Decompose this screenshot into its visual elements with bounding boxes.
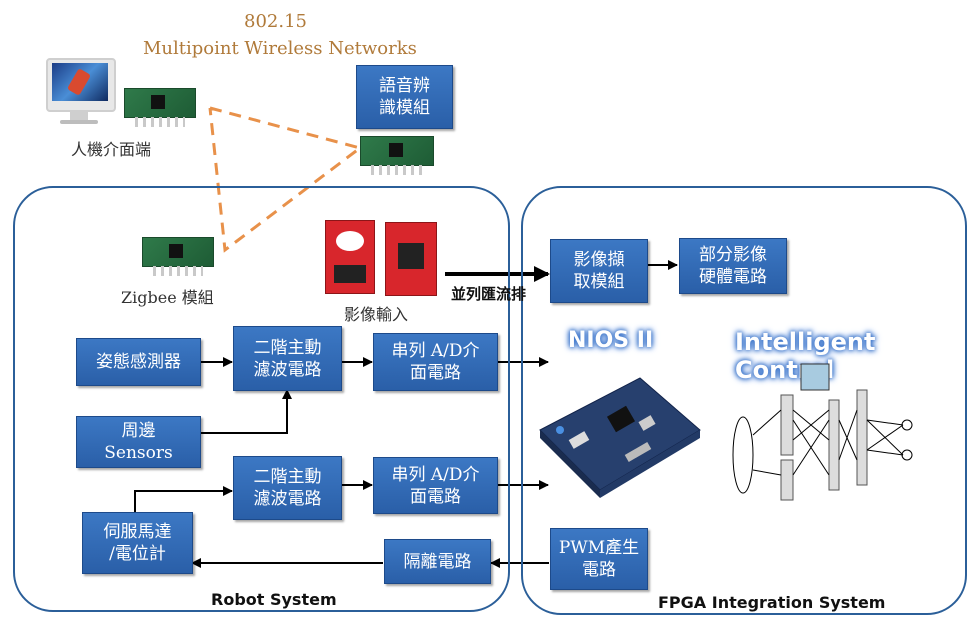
filter-circuit-box-1: 二階主動 濾波電路	[233, 326, 342, 391]
image-input-label: 影像輸入	[344, 305, 409, 324]
parallel-bus-label: 並列匯流排	[451, 285, 527, 303]
fpga-board-image	[539, 377, 701, 498]
arrow-peripheral-filter1	[200, 389, 292, 434]
isolation-circuit-box: 隔離電路	[384, 539, 491, 584]
partial-image-hw-box: 部分影像 硬體電路	[679, 238, 787, 294]
neural-network-diagram	[732, 363, 913, 501]
nios-label: NIOS II	[568, 328, 654, 353]
zigbee-label: Zigbee 模組	[121, 288, 214, 307]
fpga-system-label: FPGA Integration System	[658, 593, 886, 612]
zigbee-board-hmi	[124, 88, 196, 127]
intelligent-control-label: Intelligent Control	[735, 328, 876, 384]
peripheral-sensors-box: 周邊 Sensors	[76, 416, 201, 468]
posture-sensor-box: 姿態感測器	[76, 338, 201, 386]
ad-interface-box-2: 串列 A/D介 面電路	[373, 457, 498, 514]
image-capture-box: 影像擷 取模組	[550, 239, 648, 303]
arrow-servo-filter2	[134, 486, 233, 512]
voice-recognition-box: 語音辨 識模組	[356, 65, 453, 129]
fpga-system-frame	[521, 186, 967, 615]
hmi-label: 人機介面端	[71, 140, 152, 159]
filter-circuit-box-2: 二階主動 濾波電路	[233, 456, 342, 520]
robot-system-frame	[13, 186, 510, 612]
zigbee-board-voice	[360, 136, 434, 175]
imac-icon	[46, 58, 116, 126]
robot-system-label: Robot System	[211, 590, 337, 609]
camera-board-2	[385, 222, 437, 296]
pwm-generator-box: PWM產生 電路	[550, 528, 648, 590]
ad-interface-box-1: 串列 A/D介 面電路	[373, 333, 498, 391]
network-title-standard: 802.15	[244, 11, 307, 32]
network-title-desc: Multipoint Wireless Networks	[143, 38, 417, 59]
camera-board-1	[325, 220, 375, 294]
servo-motor-box: 伺服馬達 /電位計	[82, 512, 193, 574]
zigbee-board-robot	[142, 237, 214, 276]
